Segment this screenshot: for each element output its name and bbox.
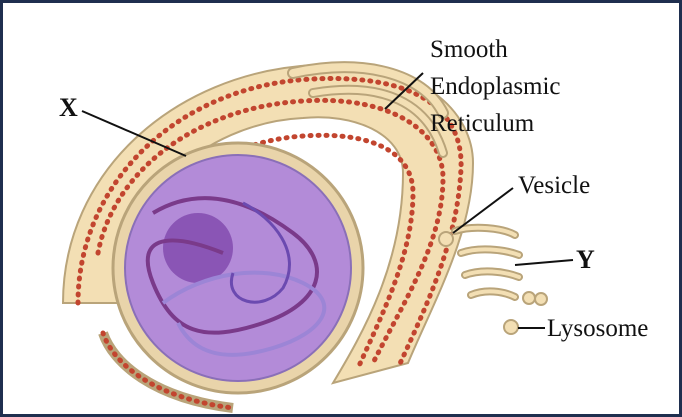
label-y: Y	[576, 245, 595, 274]
golgi-apparatus	[455, 228, 547, 305]
leader-line-y	[515, 260, 573, 265]
golgi-vesicle	[535, 293, 547, 305]
vesicle	[439, 232, 453, 246]
label-ser-line1: Smooth	[430, 36, 508, 63]
nucleolus	[163, 213, 233, 283]
label-ser-line2: Endoplasmic	[430, 73, 561, 100]
label-vesicle: Vesicle	[518, 172, 590, 199]
cell-organelles-diagram: X Smooth Endoplasmic Reticulum Vesicle Y…	[3, 3, 679, 414]
label-lysosome: Lysosome	[547, 315, 648, 342]
golgi-vesicle	[523, 292, 535, 304]
lysosome	[504, 320, 518, 334]
label-x: X	[59, 93, 78, 122]
label-ser-line3: Reticulum	[430, 110, 535, 137]
nucleus	[113, 143, 363, 393]
